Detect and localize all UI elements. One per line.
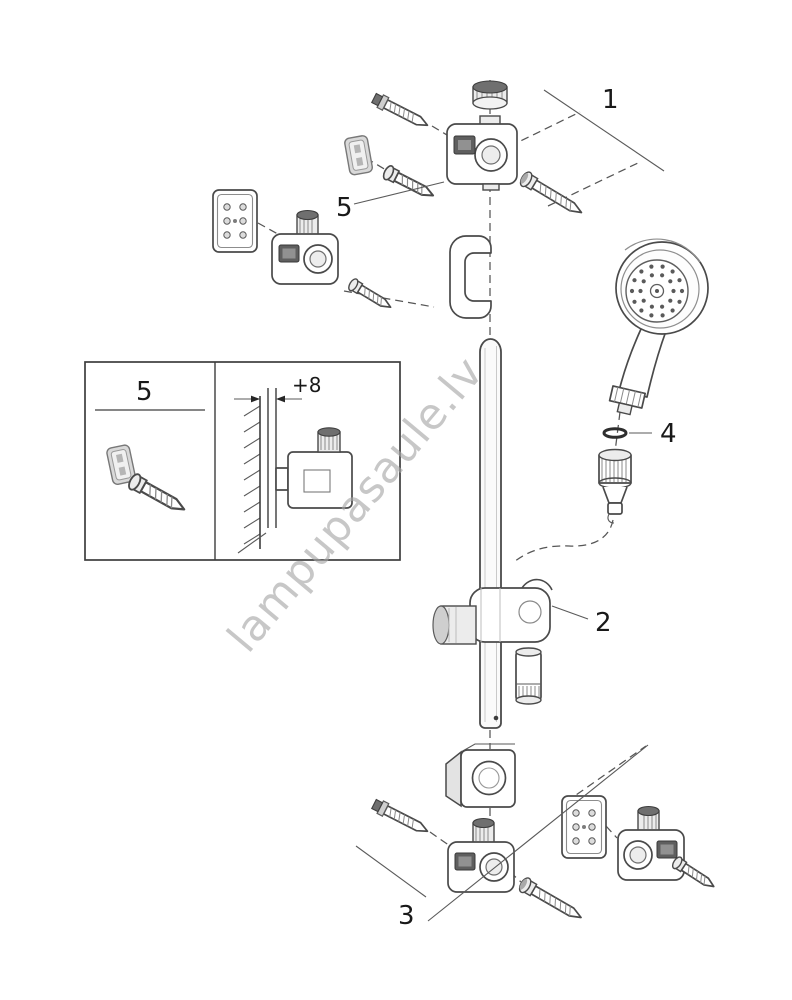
inset-mounting-dimension: +8 [234,373,353,554]
inset-detail-box: 5 +8 [84,361,401,561]
left-clamp-bracket [271,209,339,285]
spray-nozzles [629,264,685,318]
rail-stop-pin [493,715,499,721]
bottom-wall-anchor [369,796,432,839]
bottom-right-wall-plate [561,795,607,859]
left-wall-plate [212,189,258,253]
bottom-shower-holder [445,743,516,808]
left-screw [346,276,395,314]
slider-pin [515,647,542,705]
upper-shower-holder [449,235,492,319]
dimension-arrow-left [251,395,260,403]
slider-holder [469,587,551,643]
slider-hook [521,578,553,591]
top-wall-plug [343,134,374,177]
callout-1: 1 [602,85,619,115]
dimension-arrow-right [276,395,285,403]
callout-5: 5 [336,193,353,223]
bottom-mounting-screw [516,875,586,926]
callout-4: 4 [660,419,677,449]
inset-bracket [275,427,353,509]
hand-shower [608,238,709,416]
bottom-wall-bracket-assembly [369,795,719,926]
washer-assembly: 4 [602,419,677,449]
sealing-washer [602,427,628,439]
slider-lock-knob [432,605,477,645]
top-wall-bracket-assembly [343,80,587,221]
callout-5-group: 5 [336,181,445,223]
wall-hatch [243,405,261,545]
callout-3-group: 3 [355,744,649,931]
callout-3: 3 [398,901,415,931]
callout-2: 2 [595,608,612,638]
top-wall-anchor [369,90,432,133]
callout-1-group: 1 [543,85,665,172]
top-bracket [446,115,518,191]
inset-dimension-label: +8 [292,373,321,397]
bottom-clamp-bracket [447,817,515,893]
top-cap-knob [472,80,508,110]
inset-label-5: 5 [136,377,153,407]
rail-slider-assembly: 2 [432,578,612,645]
hose-connector [598,448,632,524]
plug-screw [380,163,438,204]
top-mounting-screw [517,169,587,221]
hand-shower-inlet [608,385,647,416]
shower-rail [479,338,502,729]
hand-shower-handle [618,328,667,398]
